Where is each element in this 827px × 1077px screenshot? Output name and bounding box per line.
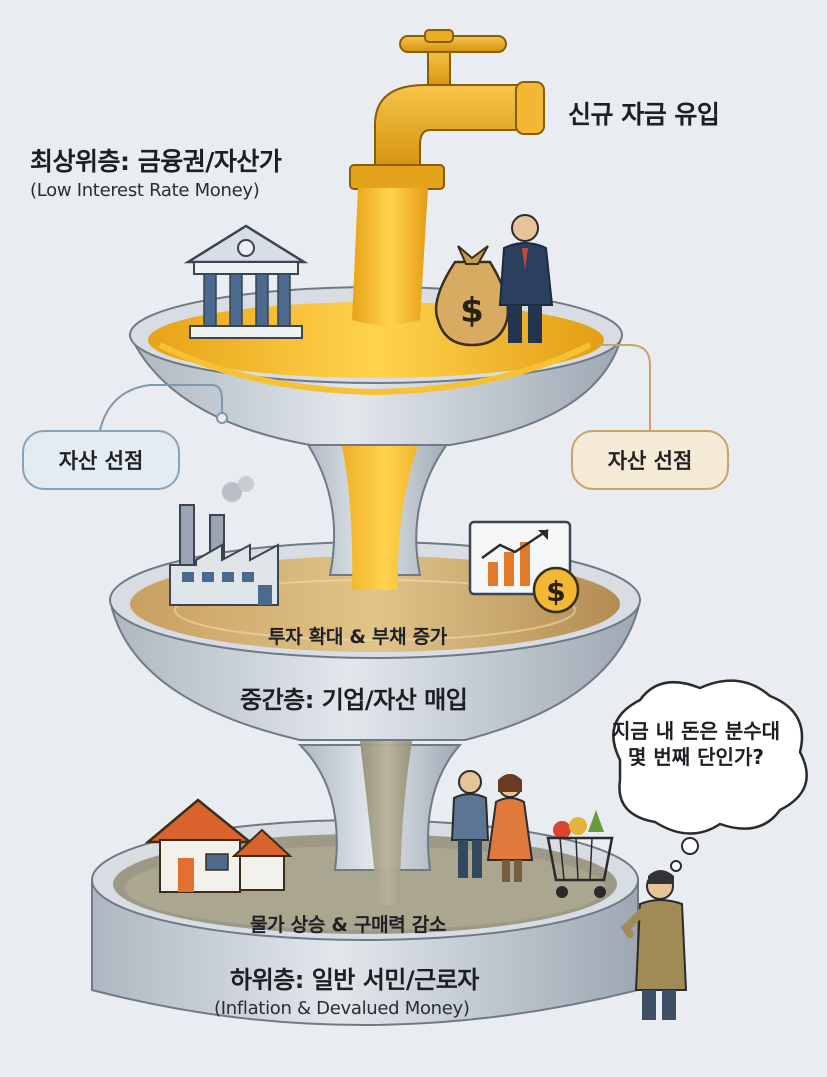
faucet-label: 신규 자금 유입 <box>568 100 720 129</box>
bottom-tier-title: 하위층: 일반 서민/근로자 <box>230 966 479 994</box>
top-tier-subtitle: (Low Interest Rate Money) <box>30 180 260 201</box>
middle-tier-title: 중간층: 기업/자산 매입 <box>240 686 468 714</box>
svg-text:$: $ <box>460 291 484 331</box>
coin-icon: $ <box>532 566 580 614</box>
bottom-tier-subtitle: (Inflation & Devalued Money) <box>214 998 470 1019</box>
couple-icon <box>450 770 534 882</box>
lower-column <box>297 700 463 905</box>
top-tier-title: 최상위층: 금융권/자산가 <box>30 147 282 176</box>
gold-stream <box>352 188 428 325</box>
bottom-basin-text: 물가 상승 & 구매력 감소 <box>250 914 447 936</box>
factory-icon <box>169 476 279 606</box>
bank-icon <box>183 224 309 339</box>
businessman-icon <box>498 214 554 343</box>
thinking-person-icon <box>620 870 688 1020</box>
thought-bubble-text: 지금 내 돈은 분수대 몇 번째 단인가? <box>611 719 781 769</box>
svg-text:$: $ <box>546 575 565 608</box>
connector-right <box>598 344 651 430</box>
money-bag-icon: $ <box>434 245 510 347</box>
house-icon <box>144 798 293 893</box>
asset-preemption-tag-left: 자산 선점 <box>22 430 180 490</box>
shopping-cart-icon <box>546 810 614 898</box>
thought-bubble <box>612 679 808 872</box>
middle-basin-text: 투자 확대 & 부채 증가 <box>268 626 447 648</box>
faucet-icon <box>349 29 545 190</box>
connector-left <box>99 384 228 431</box>
asset-preemption-tag-right: 자산 선점 <box>571 430 729 490</box>
